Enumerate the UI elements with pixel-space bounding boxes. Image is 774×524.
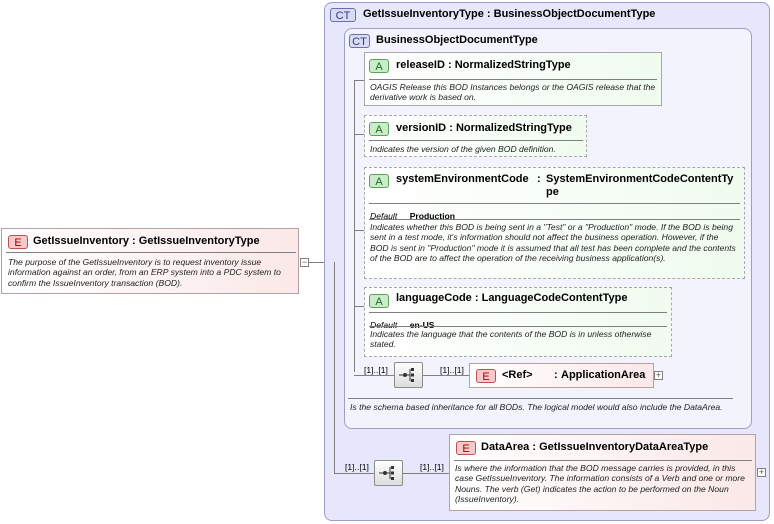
colon: :	[532, 441, 537, 453]
colon: :	[449, 122, 453, 134]
attribute-connector	[354, 80, 365, 81]
element-cardinality: [1]..[1]	[440, 365, 464, 375]
element-cardinality: [1]..[1]	[420, 462, 444, 472]
separator	[369, 140, 583, 141]
attribute-languagecode[interactable]: A languageCode : LanguageCodeContentType…	[364, 287, 672, 357]
default-value: en-US	[409, 320, 435, 330]
attribute-title: languageCode : LanguageCodeContentType	[396, 292, 627, 305]
attribute-name: systemEnvironmentCode	[396, 173, 529, 185]
outer-type-title: GetIssueInventoryType : BusinessObjectDo…	[363, 8, 655, 21]
sequence-compositor-icon[interactable]	[374, 460, 403, 486]
attribute-connector	[354, 134, 365, 135]
complex-type-badge: CT	[349, 34, 370, 48]
attribute-releaseid[interactable]: A releaseID : NormalizedStringType OAGIS…	[364, 52, 662, 106]
colon: :	[554, 369, 558, 381]
root-element-type: GetIssueInventoryType	[138, 235, 260, 247]
separator	[369, 79, 657, 80]
connector-line	[309, 262, 325, 263]
expand-toggle[interactable]: +	[757, 467, 766, 477]
attribute-badge: A	[369, 174, 389, 188]
element-badge: E	[476, 369, 496, 383]
attribute-badge: A	[369, 59, 389, 73]
sequence-connector	[334, 262, 335, 474]
element-badge: E	[456, 441, 476, 455]
inner-type-title: BusinessObjectDocumentType	[376, 34, 538, 46]
attribute-description: Indicates the version of the given BOD d…	[370, 144, 556, 154]
attribute-title: releaseID : NormalizedStringType	[396, 59, 571, 72]
attribute-badge: A	[369, 122, 389, 136]
application-area-name: ApplicationArea	[561, 369, 646, 381]
attribute-type-line-2: pe	[546, 186, 559, 198]
separator	[369, 203, 740, 204]
attribute-name: languageCode	[396, 292, 472, 304]
attribute-title: versionID : NormalizedStringType	[396, 122, 572, 135]
separator	[454, 460, 752, 461]
attribute-badge: A	[369, 294, 389, 308]
attribute-systemenvironmentcode[interactable]: A systemEnvironmentCode : SystemEnvironm…	[364, 167, 745, 279]
attribute-description: OAGIS Release this BOD Instances belongs…	[370, 82, 656, 103]
attribute-name: releaseID	[396, 59, 445, 71]
attribute-type: NormalizedStringType	[455, 122, 572, 134]
inner-type-description: Is the schema based inheritance for all …	[350, 402, 723, 412]
root-element-title: GetIssueInventory : GetIssueInventoryTyp…	[33, 235, 260, 248]
data-area-description: Is where the information that the BOD me…	[455, 463, 745, 505]
colon: :	[486, 8, 491, 20]
colon: :	[537, 173, 541, 185]
sequence-icon	[399, 368, 414, 382]
sequence-cardinality: [1]..[1]	[345, 462, 369, 472]
attribute-description: Indicates whether this BOD is being sent…	[370, 222, 736, 264]
attribute-type: NormalizedStringType	[454, 59, 571, 71]
attribute-connector	[354, 306, 365, 307]
data-area-title: DataArea : GetIssueInventoryDataAreaType	[481, 441, 708, 454]
outer-type-base: BusinessObjectDocumentType	[493, 8, 656, 20]
application-area-ref: <Ref>	[502, 369, 533, 381]
outer-type-name: GetIssueInventoryType	[363, 8, 484, 20]
sequence-icon	[379, 466, 394, 480]
separator	[6, 252, 296, 253]
default-value: Production	[409, 211, 456, 221]
sequence-connector	[334, 473, 374, 474]
sequence-connector	[354, 375, 394, 376]
attribute-versionid[interactable]: A versionID : NormalizedStringType Indic…	[364, 115, 587, 157]
attribute-type: LanguageCodeContentType	[481, 292, 628, 304]
sequence-connector	[403, 473, 449, 474]
separator	[348, 398, 733, 399]
default-label: Default	[370, 211, 398, 221]
root-element-description: The purpose of the GetIssueInventory is …	[8, 257, 281, 288]
data-area-name: DataArea	[481, 441, 530, 453]
application-area-element[interactable]: E <Ref> : ApplicationArea	[469, 363, 654, 388]
sequence-cardinality: [1]..[1]	[364, 365, 388, 375]
data-area-element[interactable]: E DataArea : GetIssueInventoryDataAreaTy…	[449, 434, 756, 511]
root-element-name: GetIssueInventory	[33, 235, 129, 247]
colon: :	[474, 292, 479, 304]
attribute-type-line-1: SystemEnvironmentCodeContentTy	[546, 173, 734, 185]
attribute-description: Indicates the language that the contents…	[370, 329, 652, 350]
attribute-connector	[354, 80, 355, 372]
attribute-connector	[354, 230, 365, 231]
element-badge: E	[8, 235, 28, 249]
colon: :	[448, 59, 452, 71]
separator	[369, 326, 667, 327]
separator	[369, 219, 740, 220]
root-element-box[interactable]: E GetIssueInventory : GetIssueInventoryT…	[1, 228, 299, 294]
complex-type-badge: CT	[330, 8, 356, 22]
colon: :	[132, 235, 136, 247]
collapse-toggle[interactable]: −	[300, 257, 309, 267]
sequence-compositor-icon[interactable]	[394, 362, 423, 388]
sequence-connector	[423, 375, 469, 376]
data-area-type: GetIssueInventoryDataAreaType	[539, 441, 709, 453]
default-row: Default en-US	[370, 315, 660, 330]
expand-toggle[interactable]: +	[654, 370, 663, 380]
default-row: Default Production	[370, 206, 730, 221]
separator	[369, 312, 667, 313]
attribute-name: versionID	[396, 122, 447, 134]
default-label: Default	[370, 320, 398, 330]
